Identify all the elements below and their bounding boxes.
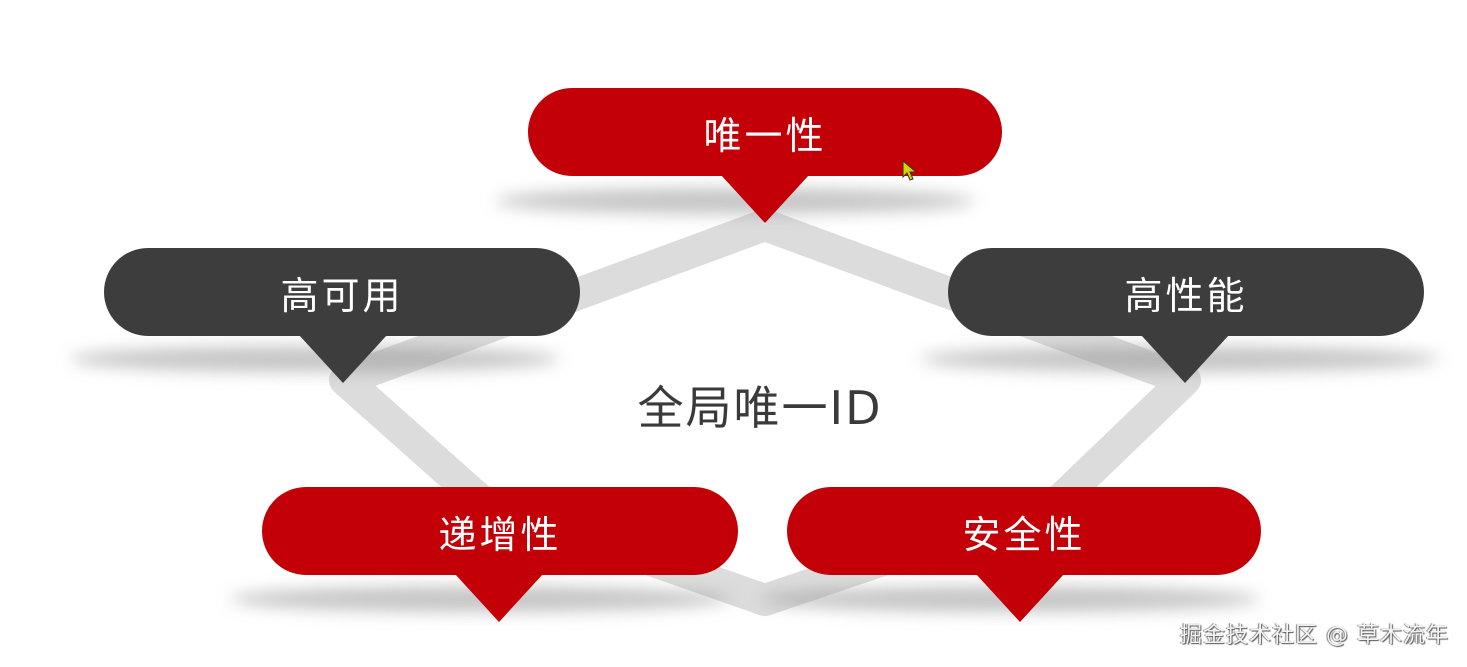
- node-uniqueness: 唯一性: [528, 88, 1002, 176]
- node-high-performance-pointer: [1141, 335, 1229, 383]
- node-high-availability: 高可用: [104, 248, 580, 336]
- node-label: 安全性: [962, 512, 1086, 557]
- node-label: 高可用: [280, 273, 404, 318]
- node-incremental-pointer: [455, 574, 543, 622]
- node-security: 安全性: [787, 487, 1261, 575]
- node-security-pointer: [976, 574, 1064, 622]
- node-high-availability-pointer: [299, 335, 387, 383]
- node-incremental: 递增性: [262, 487, 738, 575]
- node-high-performance: 高性能: [948, 248, 1424, 336]
- node-label: 唯一性: [703, 113, 827, 158]
- center-title: 全局唯一ID: [637, 381, 883, 435]
- node-label: 高性能: [1124, 273, 1248, 318]
- mouse-cursor-icon: [902, 160, 918, 181]
- node-uniqueness-pointer: [721, 175, 809, 223]
- watermark: 掘金技术社区 @ 草木流年: [1180, 623, 1449, 648]
- node-label: 递增性: [438, 512, 562, 557]
